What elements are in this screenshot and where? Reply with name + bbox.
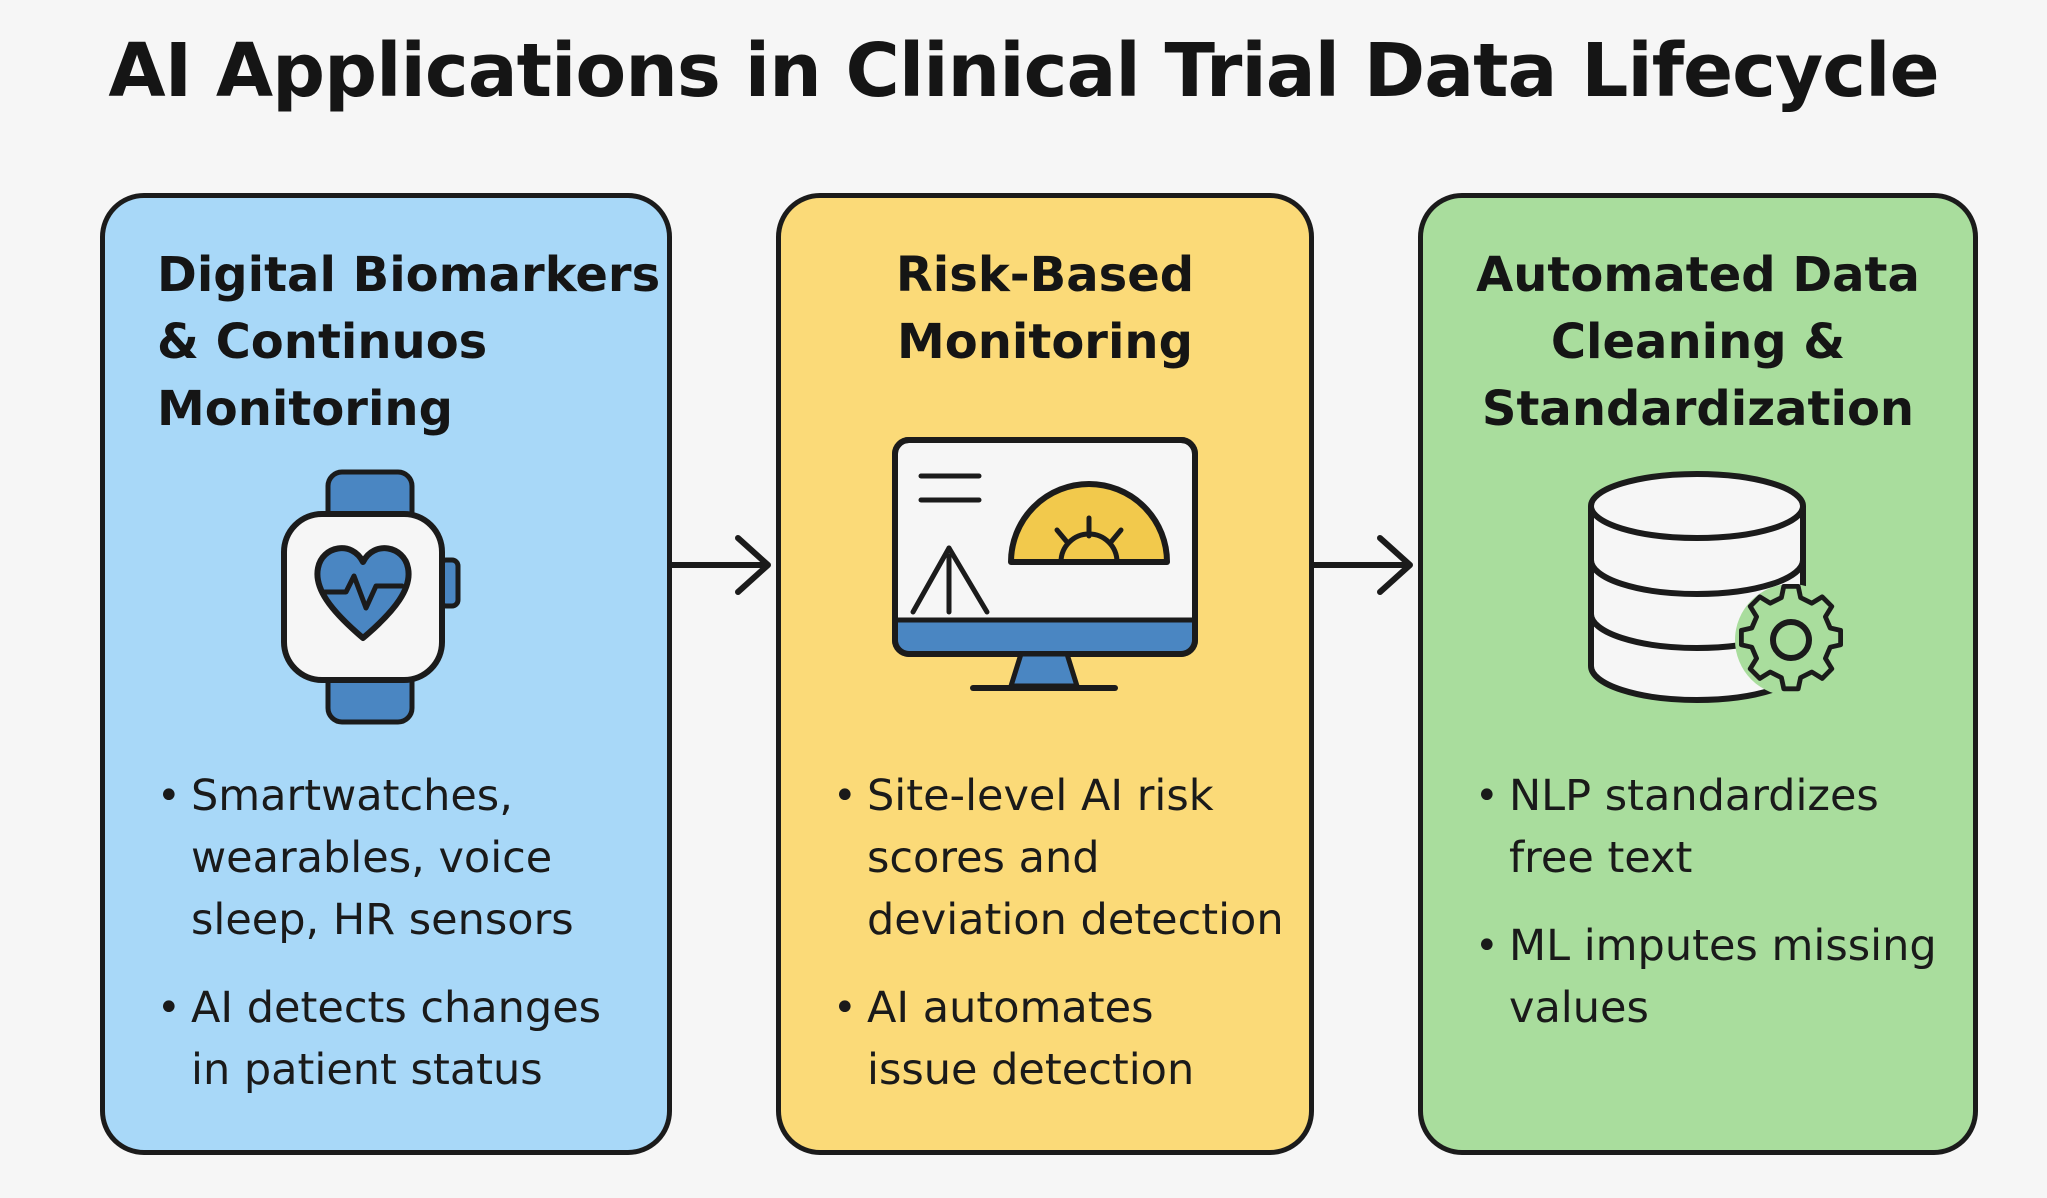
bullet-list: NLP standardizes free text ML imputes mi… bbox=[1475, 765, 1937, 1065]
bullet-line: free text bbox=[1509, 833, 1693, 883]
card-title-line: Monitoring bbox=[897, 314, 1193, 370]
card-digital-biomarkers: Digital Biomarkers & Continuos Monitorin… bbox=[100, 193, 672, 1155]
list-item: ML imputes missing values bbox=[1475, 915, 1937, 1039]
list-item: AI automates issue detection bbox=[833, 977, 1284, 1101]
bullet-line: NLP standardizes bbox=[1509, 771, 1879, 821]
card-risk-based-monitoring: Risk-Based Monitoring Site-level AI risk… bbox=[776, 193, 1314, 1155]
list-item: AI detects changes in patient status bbox=[157, 977, 601, 1101]
bullet-line: AI detects changes bbox=[191, 983, 602, 1033]
bullet-line: ML imputes missing bbox=[1509, 921, 1937, 971]
database-gear-icon bbox=[1588, 471, 1847, 703]
bullet-line: wearables, voice bbox=[191, 833, 553, 883]
page-title: AI Applications in Clinical Trial Data L… bbox=[108, 28, 1939, 114]
bullet-line: Smartwatches, bbox=[191, 771, 513, 821]
arrow-right-icon bbox=[669, 535, 771, 595]
list-item: NLP standardizes free text bbox=[1475, 765, 1937, 889]
bullet-line: deviation detection bbox=[867, 895, 1284, 945]
card-automated-data-cleaning: Automated Data Cleaning & Standardizatio… bbox=[1418, 193, 1978, 1155]
bullet-line: sleep, HR sensors bbox=[191, 895, 574, 945]
card-title-line: & Continuos bbox=[157, 314, 488, 370]
card-title-line: Digital Biomarkers bbox=[157, 247, 661, 303]
bullet-line: in patient status bbox=[191, 1045, 543, 1095]
card-title-line: Standardization bbox=[1481, 381, 1915, 437]
bullet-line: AI automates bbox=[867, 983, 1154, 1033]
card-title-line: Automated Data bbox=[1476, 247, 1920, 303]
smartwatch-heart-icon bbox=[281, 469, 461, 725]
card-title-line: Cleaning & bbox=[1550, 314, 1846, 370]
bullet-list: Smartwatches, wearables, voice sleep, HR… bbox=[157, 765, 601, 1127]
list-item: Smartwatches, wearables, voice sleep, HR… bbox=[157, 765, 601, 951]
card-title: Automated Data Cleaning & Standardizatio… bbox=[1423, 242, 1973, 443]
bullet-list: Site-level AI risk scores and deviation … bbox=[833, 765, 1284, 1127]
card-title: Digital Biomarkers & Continuos Monitorin… bbox=[157, 242, 661, 443]
bullet-line: scores and bbox=[867, 833, 1100, 883]
bullet-line: Site-level AI risk bbox=[867, 771, 1214, 821]
arrow-right-icon bbox=[1311, 535, 1413, 595]
monitor-dashboard-icon bbox=[892, 437, 1198, 691]
list-item: Site-level AI risk scores and deviation … bbox=[833, 765, 1284, 951]
card-title: Risk-Based Monitoring bbox=[781, 242, 1309, 376]
card-title-line: Monitoring bbox=[157, 381, 453, 437]
bullet-line: issue detection bbox=[867, 1045, 1195, 1095]
card-title-line: Risk-Based bbox=[895, 247, 1195, 303]
bullet-line: values bbox=[1509, 983, 1649, 1033]
